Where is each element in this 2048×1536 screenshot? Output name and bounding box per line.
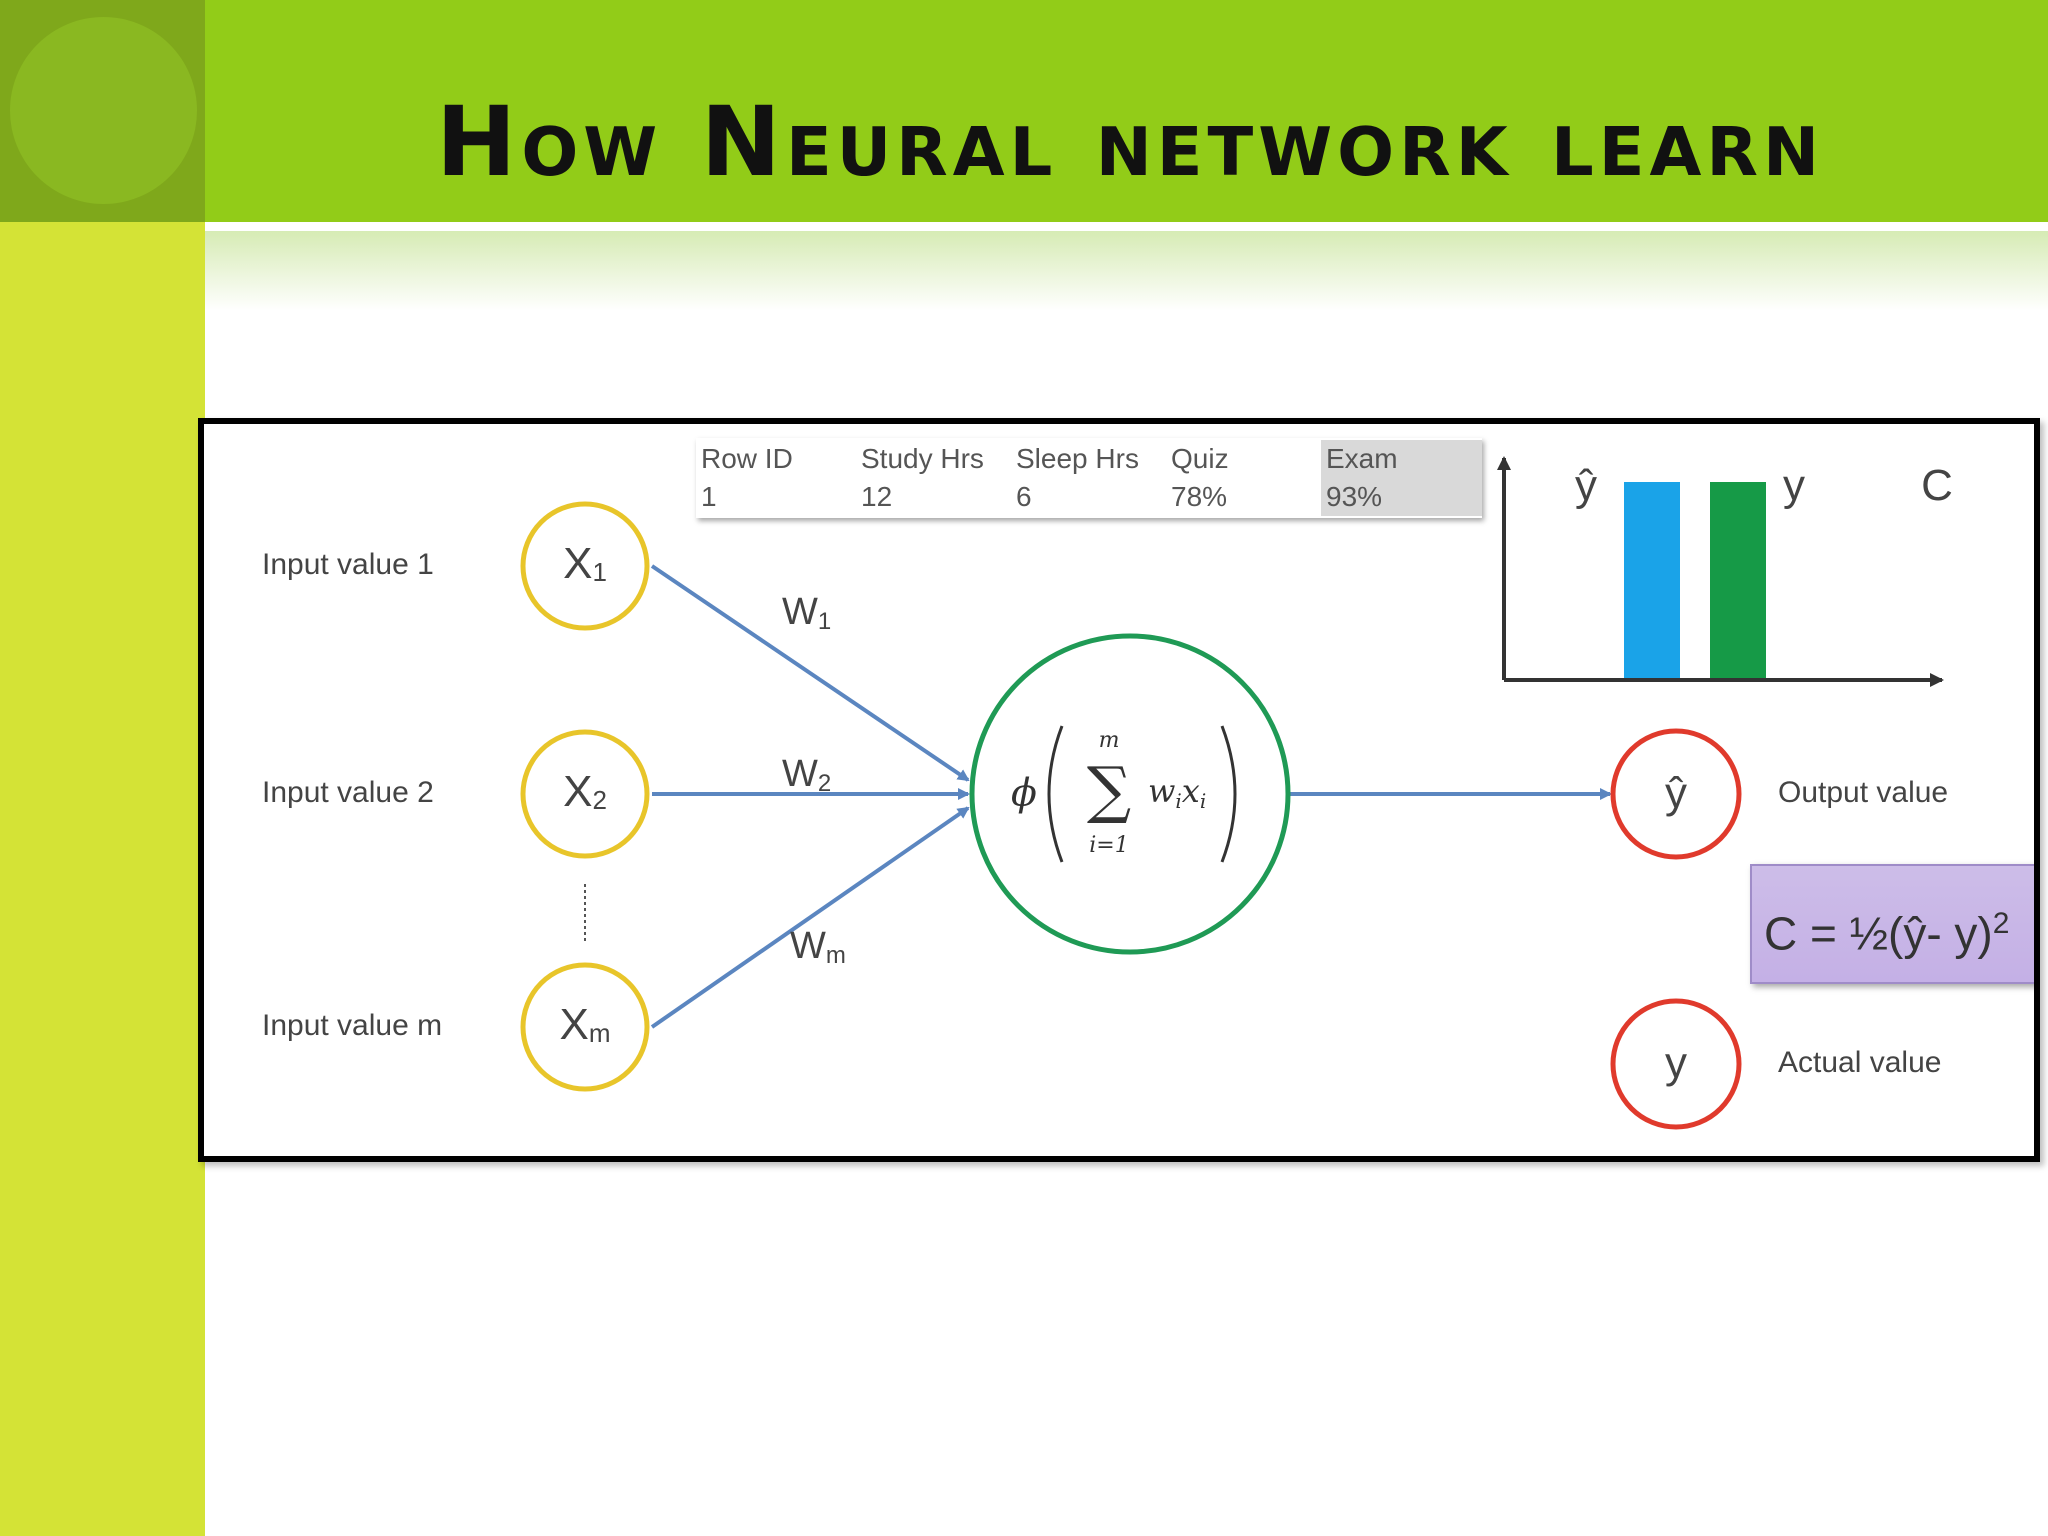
mini-chart-yhat-label: ŷ bbox=[1575, 461, 1597, 510]
table-header-row-id: Row ID bbox=[701, 443, 793, 474]
left-accent-strip bbox=[0, 0, 205, 1536]
weight-m-sub: m bbox=[826, 942, 846, 969]
input-node-m-sub: m bbox=[589, 1018, 611, 1048]
input-label-2: Input value 2 bbox=[262, 776, 434, 809]
input-node-2 bbox=[520, 729, 650, 859]
neuron-term-x: x bbox=[1182, 772, 1200, 810]
svg-text:X2: X2 bbox=[563, 767, 607, 816]
table-cell-exam: 93% bbox=[1321, 478, 1482, 516]
svg-text:wixi: wixi bbox=[1148, 772, 1206, 813]
neuron-sum-upper: m bbox=[1099, 728, 1120, 753]
mini-chart-c-label: C bbox=[1921, 461, 1953, 510]
network-svg: Input value 1 Input value 2 Input value … bbox=[262, 456, 1953, 1130]
input-node-m bbox=[520, 962, 650, 1092]
input-node-1-symbol: X bbox=[563, 539, 592, 588]
neural-network-diagram: Input value 1 Input value 2 Input value … bbox=[198, 418, 2040, 1162]
table-header-sleep-hrs: Sleep Hrs bbox=[1016, 443, 1139, 474]
weight-m-symbol: W bbox=[790, 925, 826, 967]
header-divider bbox=[205, 222, 2048, 231]
neuron-node bbox=[969, 633, 1291, 955]
table-header-exam: Exam bbox=[1321, 440, 1482, 478]
output-node-symbol: ŷ bbox=[1665, 769, 1687, 818]
table-cell-study-hrs: 12 bbox=[861, 481, 893, 512]
output-node bbox=[1610, 728, 1742, 860]
neuron-term-w: w bbox=[1148, 772, 1175, 810]
cost-formula-text: C = ½(ŷ- y) bbox=[1764, 907, 1993, 960]
mini-chart-bar-y bbox=[1710, 482, 1766, 678]
neuron-phi: ϕ bbox=[1011, 771, 1037, 815]
corner-circle-decoration bbox=[10, 17, 197, 204]
weight-arrow-m bbox=[650, 806, 970, 1029]
neuron-right-paren bbox=[1220, 725, 1237, 863]
table-cell-sleep-hrs: 6 bbox=[1016, 481, 1032, 512]
header-gradient bbox=[205, 231, 2048, 311]
input-node-m-symbol: X bbox=[559, 1000, 588, 1049]
input-label-1: Input value 1 bbox=[262, 548, 434, 581]
output-value-label: Output value bbox=[1778, 776, 1948, 809]
table-header-study-hrs: Study Hrs bbox=[861, 443, 984, 474]
actual-value-label: Actual value bbox=[1778, 1046, 1941, 1079]
input-node-1 bbox=[520, 501, 650, 631]
cost-formula-box: C = ½(ŷ- y)2 bbox=[1750, 864, 2034, 984]
weight-arrow-1 bbox=[650, 564, 970, 782]
neuron-sum-lower: i=1 bbox=[1089, 833, 1128, 858]
svg-text:Wm: Wm bbox=[790, 925, 846, 969]
input-node-2-sub: 2 bbox=[592, 785, 606, 815]
input-label-m: Input value m bbox=[262, 1009, 442, 1042]
neuron-term-w-sub: i bbox=[1175, 789, 1181, 813]
neuron-left-paren bbox=[1047, 725, 1064, 863]
actual-node bbox=[1610, 998, 1742, 1130]
cost-formula-power: 2 bbox=[1992, 907, 2010, 940]
table-cell-quiz: 78% bbox=[1171, 481, 1228, 512]
weight-2-sub: 2 bbox=[818, 770, 831, 797]
weight-1-symbol: W bbox=[782, 591, 818, 633]
input-node-1-sub: 1 bbox=[592, 557, 606, 587]
data-table: Row ID Study Hrs Sleep Hrs Quiz Exam 1 1… bbox=[696, 438, 1482, 518]
svg-text:W2: W2 bbox=[782, 753, 831, 797]
svg-text:X1: X1 bbox=[563, 539, 607, 588]
header-bar bbox=[205, 0, 2048, 222]
mini-chart-bar-yhat bbox=[1624, 482, 1680, 678]
table-cell-row-id: 1 bbox=[701, 481, 717, 512]
weight-2-symbol: W bbox=[782, 753, 818, 795]
table-header-quiz: Quiz bbox=[1171, 443, 1229, 474]
svg-text:Xm: Xm bbox=[559, 1000, 610, 1049]
weight-1-sub: 1 bbox=[818, 608, 831, 635]
input-node-2-symbol: X bbox=[563, 767, 592, 816]
neuron-sigma: ∑ bbox=[1087, 753, 1131, 826]
svg-text:W1: W1 bbox=[782, 591, 831, 635]
neuron-term-x-sub: i bbox=[1200, 789, 1206, 813]
slide-title: How Neural network learn bbox=[436, 86, 1825, 198]
actual-node-symbol: y bbox=[1665, 1039, 1687, 1088]
corner-block bbox=[0, 0, 205, 222]
mini-chart-y-label: y bbox=[1783, 461, 1805, 510]
